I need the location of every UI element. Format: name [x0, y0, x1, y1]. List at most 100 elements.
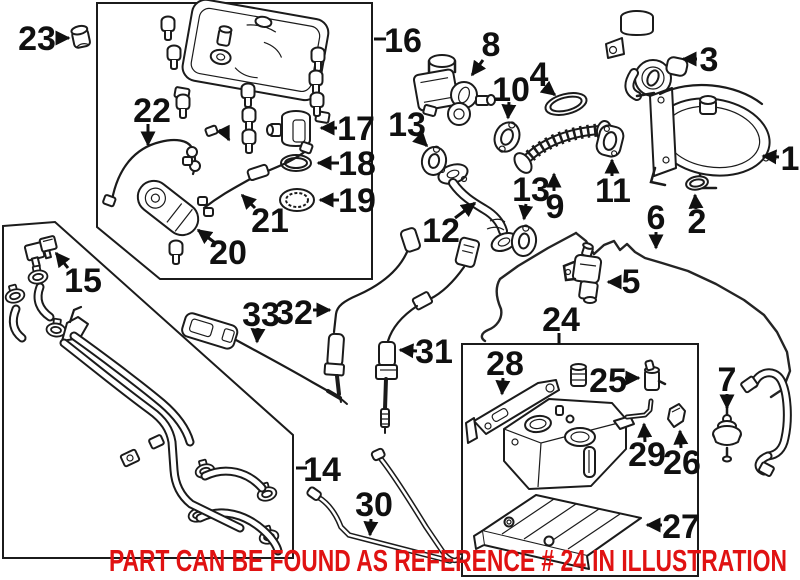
callout-1: 1	[761, 140, 800, 178]
callout-13b-arrow	[518, 203, 534, 221]
part-29-hose	[624, 398, 654, 420]
callout-33-arrow	[250, 327, 266, 344]
callout-23: 23	[18, 20, 71, 58]
callout-9: 9	[546, 172, 564, 226]
callout-33-label: 33	[242, 296, 280, 334]
callout-25-label: 25	[589, 362, 627, 400]
callout-1-label: 1	[781, 140, 800, 178]
part-31-sensor	[375, 236, 481, 434]
callout-10-arrow	[501, 101, 517, 120]
callout-11-label: 11	[595, 172, 631, 210]
callout-14: 14	[296, 451, 341, 489]
part-26-clip	[667, 403, 686, 428]
callout-16-label: 16	[384, 22, 422, 60]
callout-12-label: 12	[422, 212, 460, 250]
part-11-gasket	[595, 124, 625, 158]
callout-10: 10	[492, 71, 530, 120]
part-27-heat-shield	[473, 494, 642, 570]
callout-13a: 13	[388, 106, 429, 148]
callout-4-arrow	[539, 80, 557, 97]
callout-3-label: 3	[700, 41, 719, 79]
callout-5: 5	[606, 263, 641, 301]
callout-6-label: 6	[647, 199, 666, 237]
part-13b-gasket	[510, 224, 538, 257]
callout-15: 15	[54, 251, 102, 300]
callout-7-label: 7	[718, 361, 737, 399]
evap-pipes-assembly-box	[2, 220, 294, 559]
callout-31-label: 31	[415, 333, 453, 371]
part-2-oring	[685, 175, 709, 191]
callout-27: 27	[645, 508, 700, 546]
callout-29: 29	[628, 422, 666, 474]
part-13a-gasket	[420, 145, 448, 176]
callout-1-arrow	[761, 149, 780, 165]
callout-29-label: 29	[628, 436, 666, 474]
reference-caption: PART CAN BE FOUND AS REFERENCE # 24 IN I…	[109, 543, 787, 578]
callout-18: 18	[316, 145, 376, 183]
part-22-harness	[102, 138, 201, 208]
callout-15-arrow	[54, 251, 71, 269]
part-15-sensor	[23, 235, 58, 269]
part-24-tank	[503, 398, 635, 490]
part-23-cap	[70, 24, 91, 49]
callout-26-label: 26	[663, 444, 701, 482]
callout-2-arrow	[688, 193, 704, 210]
part-30-tubes	[306, 447, 463, 564]
callout-25: 25	[589, 362, 641, 400]
callout-4: 4	[530, 56, 557, 97]
callout-18-label: 18	[338, 145, 376, 183]
callout-5-label: 5	[622, 263, 641, 301]
callout-15-label: 15	[64, 262, 102, 300]
callout-19-label: 19	[338, 182, 376, 220]
part-1-cooler	[649, 83, 771, 190]
callout-31-arrow	[398, 343, 418, 359]
callout-13a-arrow	[412, 131, 429, 148]
part-25-valve	[644, 359, 667, 391]
part-21-harness	[197, 141, 314, 217]
callout-28: 28	[486, 345, 524, 396]
callout-30-arrow	[363, 518, 379, 537]
callout-28-arrow	[495, 377, 511, 396]
part-10-gasket	[493, 121, 521, 153]
callout-31: 31	[398, 333, 453, 371]
part-14-pipes	[59, 305, 245, 533]
callout-24-label: 24	[542, 301, 580, 339]
part-33-sensor	[181, 312, 348, 405]
part-clip	[204, 124, 231, 142]
callout-28-label: 28	[486, 345, 524, 383]
callout-2-label: 2	[688, 203, 707, 241]
part-32-sensor	[323, 227, 421, 403]
callout-11: 11	[595, 158, 631, 210]
callout-8-arrow	[470, 59, 487, 77]
callout-20-arrow	[196, 228, 215, 245]
callout-4-label: 4	[530, 56, 549, 94]
small-canister	[570, 363, 587, 387]
callout-22-label: 22	[133, 92, 171, 130]
callout-21-label: 21	[251, 202, 289, 240]
callout-20-label: 20	[209, 234, 247, 272]
callout-17-label: 17	[337, 110, 375, 148]
callout-21: 21	[240, 193, 289, 240]
part-4-oring	[544, 92, 588, 116]
callout-33: 33	[242, 296, 280, 344]
callout-32: 32	[275, 294, 332, 332]
part-17-shutoff-valve	[266, 110, 311, 147]
callout-2: 2	[688, 193, 707, 241]
callout-19: 19	[318, 182, 376, 220]
part-6-vacuum-line	[480, 231, 792, 399]
callout-12: 12	[422, 201, 477, 250]
part-20-pump	[136, 179, 200, 237]
callout-7: 7	[718, 361, 737, 410]
callout-32-label: 32	[275, 294, 313, 332]
part-3-valve	[605, 10, 689, 101]
part-12-egr-pipe	[437, 163, 518, 253]
part-5-solenoid-valve	[562, 242, 603, 304]
callout-26-arrow	[673, 429, 689, 449]
callout-20: 20	[196, 228, 247, 272]
callout-30: 30	[355, 486, 393, 537]
callout-13a-label: 13	[388, 106, 426, 144]
callout-10-label: 10	[492, 71, 530, 109]
part-28-bracket	[465, 379, 560, 444]
